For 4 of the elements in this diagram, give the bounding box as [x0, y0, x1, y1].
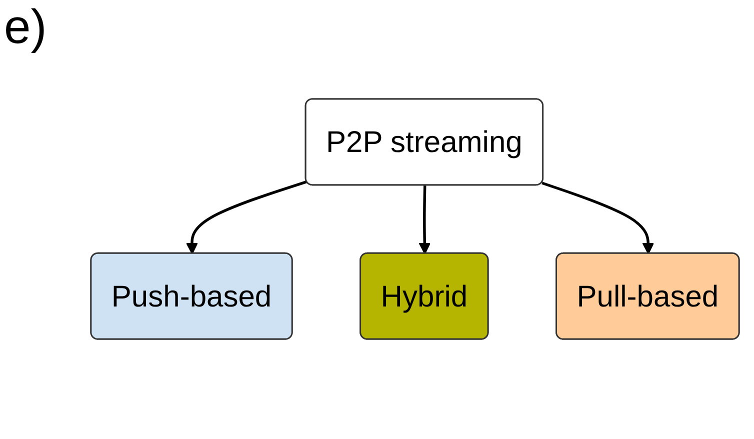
arrow — [186, 180, 308, 254]
arrow — [542, 182, 654, 254]
panel-label: e) — [4, 0, 47, 55]
arrow — [418, 186, 431, 254]
